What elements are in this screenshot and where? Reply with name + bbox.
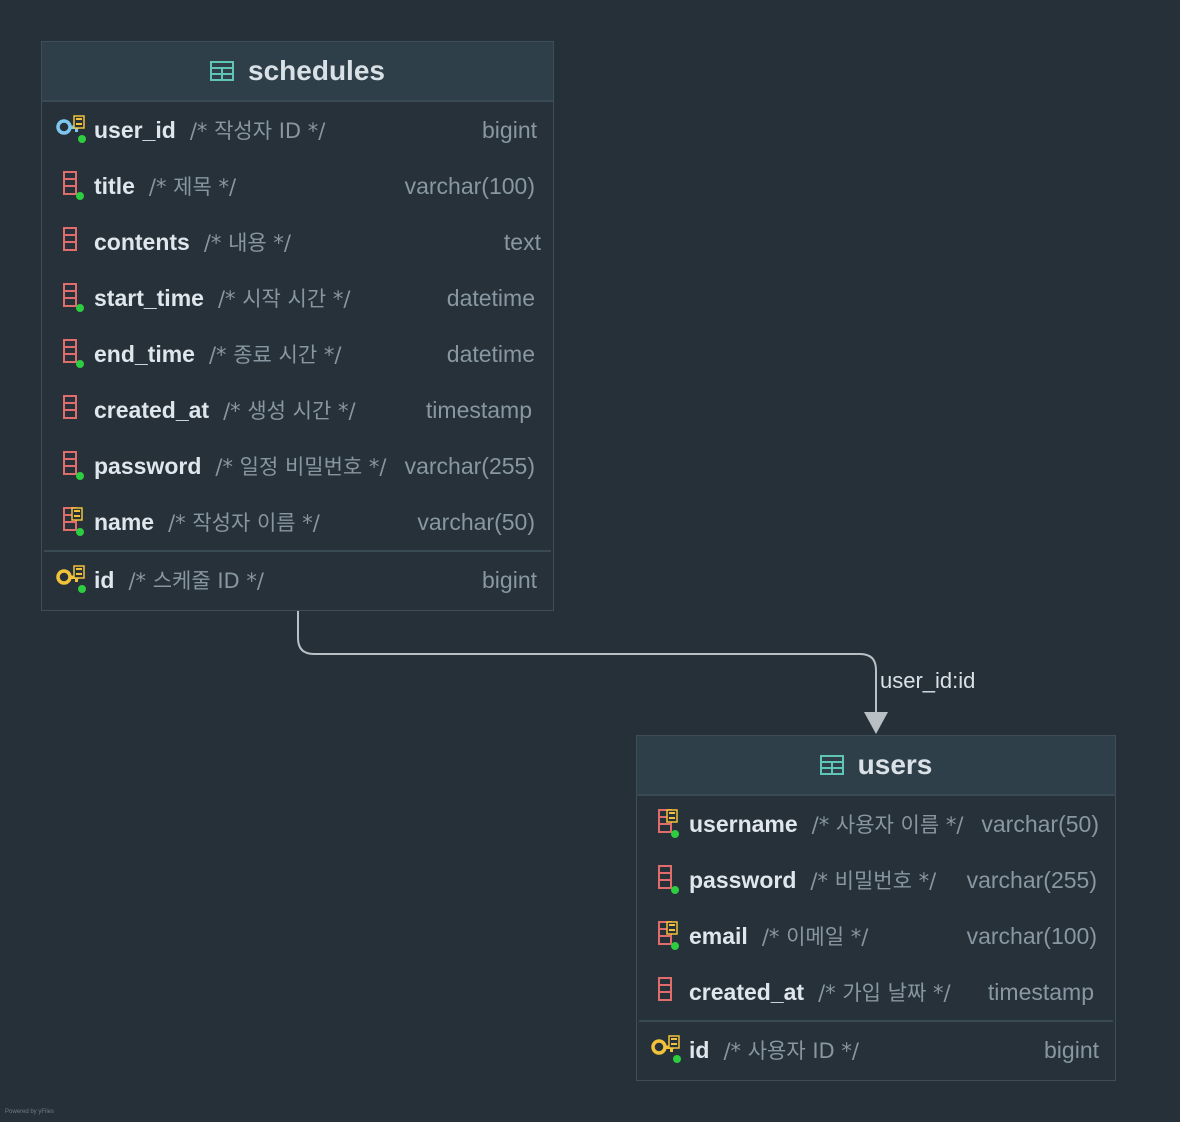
column-list: username /* 사용자 이름 */ varchar(50) passwo…	[637, 796, 1115, 1020]
column-comment: /* 시작 시간 */	[217, 287, 351, 311]
relation-label: user_id:id	[880, 668, 976, 693]
relation-edge-line	[297, 610, 877, 712]
column-type: datetime	[446, 284, 535, 311]
column-name: contents	[94, 228, 190, 255]
primary-key-icon	[56, 565, 86, 593]
column-indexed-icon	[63, 507, 84, 536]
column-icon	[63, 395, 77, 419]
column-row[interactable]: start_time /* 시작 시간 */ datetime	[42, 270, 553, 326]
key-divider	[639, 1020, 1113, 1022]
column-comment: /* 가입 날짜 */	[818, 981, 951, 1005]
column-comment: /* 사용자 ID */	[723, 1039, 859, 1063]
column-comment: /* 생성 시간 */	[223, 399, 356, 423]
column-comment: /* 작성자 이름 */	[168, 511, 320, 535]
column-comment: /* 작성자 ID */	[189, 119, 326, 143]
table-header[interactable]: users	[637, 736, 1115, 796]
column-comment: /* 이메일 */	[761, 925, 869, 949]
column-comment: /* 종료 시간 */	[208, 343, 342, 367]
column-name: password	[689, 866, 797, 893]
table-header[interactable]: schedules	[42, 42, 553, 102]
column-name: start_time	[94, 284, 204, 311]
table-icon	[819, 755, 844, 775]
column-icon	[658, 977, 672, 1001]
table-title: schedules	[248, 55, 385, 86]
column-comment: /* 일정 비밀번호 */	[215, 455, 387, 479]
column-row[interactable]: end_time /* 종료 시간 */ datetime	[42, 326, 553, 382]
column-not-null-icon	[63, 451, 84, 480]
column-type: varchar(50)	[417, 508, 535, 535]
column-not-null-icon	[658, 865, 679, 894]
column-comment: /* 비밀번호 */	[810, 869, 937, 893]
column-row[interactable]: user_id /* 작성자 ID */ bigint	[42, 102, 553, 158]
foreign-key-icon	[56, 115, 86, 143]
column-name: end_time	[94, 340, 195, 367]
column-row[interactable]: password /* 비밀번호 */ varchar(255)	[637, 852, 1115, 908]
table-icon	[210, 61, 235, 81]
column-type: timestamp	[425, 396, 532, 423]
column-row[interactable]: name /* 작성자 이름 */ varchar(50)	[42, 494, 553, 550]
table-users[interactable]: users username /* 사용자 이름 */ varchar(50) …	[636, 735, 1116, 1081]
column-type: bigint	[1044, 1036, 1099, 1063]
primary-key-row[interactable]: id /* 스케줄 ID */ bigint	[42, 552, 553, 608]
column-name: email	[689, 922, 748, 949]
column-type: varchar(100)	[404, 172, 535, 199]
column-icon	[63, 227, 77, 251]
column-name: created_at	[689, 978, 805, 1005]
primary-key-icon	[651, 1035, 681, 1063]
column-row[interactable]: created_at /* 생성 시간 */ timestamp	[42, 382, 553, 438]
column-indexed-icon	[658, 809, 679, 838]
column-name: created_at	[94, 396, 210, 423]
column-name: id	[689, 1036, 710, 1063]
column-name: id	[94, 566, 115, 593]
column-type: varchar(100)	[966, 922, 1097, 949]
column-indexed-icon	[658, 921, 679, 950]
column-type: bigint	[482, 566, 537, 593]
column-type: datetime	[446, 340, 535, 367]
column-name: name	[94, 508, 155, 535]
column-name: title	[94, 172, 135, 199]
column-row[interactable]: email /* 이메일 */ varchar(100)	[637, 908, 1115, 964]
column-name: user_id	[94, 116, 176, 143]
column-type: timestamp	[987, 978, 1094, 1005]
column-name: username	[689, 810, 798, 837]
column-row[interactable]: username /* 사용자 이름 */ varchar(50)	[637, 796, 1115, 852]
table-title: users	[857, 749, 933, 780]
column-row[interactable]: password /* 일정 비밀번호 */ varchar(255)	[42, 438, 553, 494]
column-comment: /* 사용자 이름 */	[811, 813, 964, 837]
column-type: varchar(255)	[404, 452, 535, 479]
primary-key-row[interactable]: id /* 사용자 ID */ bigint	[637, 1022, 1115, 1078]
column-type: varchar(255)	[966, 866, 1097, 893]
column-name: password	[94, 452, 202, 479]
column-type: bigint	[482, 116, 537, 143]
column-row[interactable]: title /* 제목 */ varchar(100)	[42, 158, 553, 214]
column-not-null-icon	[63, 283, 84, 312]
column-list: user_id /* 작성자 ID */ bigint title /* 제목 …	[42, 102, 553, 550]
column-type: text	[503, 228, 541, 255]
column-not-null-icon	[63, 339, 84, 368]
column-comment: /* 제목 */	[148, 175, 237, 199]
column-comment: /* 내용 */	[203, 231, 291, 255]
key-divider	[44, 550, 551, 552]
column-not-null-icon	[63, 171, 84, 200]
relation-arrow-head	[864, 712, 888, 734]
column-type: varchar(50)	[981, 810, 1099, 837]
table-schedules[interactable]: schedules user_id /* 작성자 ID */ bigint ti…	[41, 41, 554, 611]
powered-by-label: Powered by yFiles	[5, 1109, 55, 1115]
column-row[interactable]: created_at /* 가입 날짜 */ timestamp	[637, 964, 1115, 1020]
column-row[interactable]: contents /* 내용 */ text	[42, 214, 553, 270]
column-comment: /* 스케줄 ID */	[128, 569, 264, 593]
